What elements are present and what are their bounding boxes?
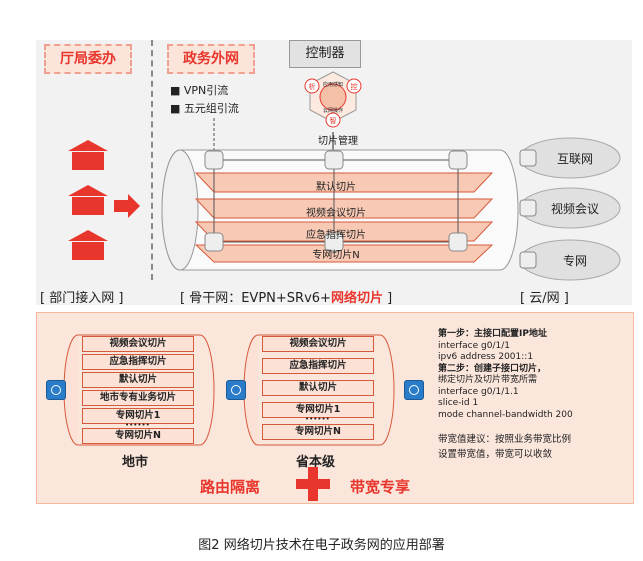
building-icon-2-body	[72, 197, 104, 215]
controller-node-smart	[325, 112, 341, 128]
controller-node-analyze	[304, 78, 320, 94]
gov-external-net-tag: 政务外网	[167, 44, 255, 74]
cloud-internet-label: 互联网	[556, 152, 593, 166]
router-node-top-middle	[324, 150, 344, 170]
province-slice-default: 默认切片	[262, 380, 374, 396]
config-step-line-7: slice-id 1	[438, 398, 479, 408]
backbone-slice-default: 默认切片	[316, 182, 356, 193]
cloud-net-label: [ 云/网 ]	[520, 291, 569, 306]
ring-control: 控	[351, 82, 358, 91]
bandwidth-advice: 带宽值建议：按照业务带宽比例 设置带宽值，带宽可以收敛	[438, 432, 628, 462]
building-icon-group	[68, 140, 108, 260]
config-step-line-2: interface g0/1/1	[438, 340, 510, 351]
city-slice-emergency: 应急指挥切片	[82, 354, 194, 370]
backbone-slice-video: 视频会议切片	[306, 208, 366, 219]
controller-box: 控制器	[289, 40, 361, 68]
router-icon-middle	[226, 380, 246, 400]
pipe-end	[161, 149, 199, 271]
slogan-bandwidth: 带宽专享	[350, 478, 411, 496]
router-node-bottom-middle	[324, 232, 344, 252]
config-step-line-6: interface g0/1/1.1	[438, 386, 519, 397]
bullet-five-tuple: ■ 五元组引流	[170, 102, 239, 115]
slogan-routing-isolation: 路由隔离	[200, 478, 261, 496]
ring-smart: 智	[330, 116, 337, 125]
bullet-vpn: ■ VPN引流	[170, 84, 229, 97]
bandwidth-advice-line-1: 带宽值建议：按照业务带宽比例	[438, 434, 572, 445]
router-icon-left	[46, 380, 66, 400]
controller-core	[319, 83, 347, 111]
province-label: 省本级	[296, 455, 336, 470]
slice-plane-default	[194, 172, 494, 193]
divider-line	[151, 40, 153, 280]
cloud-router-video	[519, 199, 537, 217]
cloud-router-private	[519, 251, 537, 269]
router-node-bottom-right	[448, 232, 468, 252]
city-slice-private-n: 专网切片N	[82, 428, 194, 444]
building-icon-1-roof	[68, 140, 108, 151]
city-slice-private-1: 专网切片1	[82, 408, 194, 424]
config-step-line-8: mode channel-bandwidth 200	[438, 409, 573, 420]
ring-app-aware: 应用感知	[323, 81, 343, 88]
config-step-line-4: 第二步：创建子接口切片，	[438, 363, 547, 374]
province-slice-private-n: 专网切片N	[262, 424, 374, 440]
cloud-private-label: 专网	[562, 254, 587, 268]
province-slice-emergency: 应急指挥切片	[262, 358, 374, 374]
slice-management-label: 切片管理	[318, 136, 358, 147]
config-step-line-5: 绑定切片及切片带宽所需	[438, 375, 538, 385]
router-node-top-right	[448, 150, 468, 170]
agency-tag: 厅局委办	[44, 44, 132, 74]
province-dots: ••••••	[305, 415, 330, 423]
router-icon-right	[404, 380, 424, 400]
city-label: 地市	[122, 455, 149, 470]
cloud-router-internet	[519, 149, 537, 167]
city-slice-local: 地市专有业务切片	[82, 390, 194, 406]
city-slice-video: 视频会议切片	[82, 336, 194, 352]
building-icon-2-roof	[68, 185, 108, 196]
config-steps: 第一步：主接口配置IP地址 interface g0/1/1 ipv6 addr…	[438, 329, 628, 421]
cloud-video-label: 视频会议	[550, 202, 599, 216]
bandwidth-advice-line-2: 设置带宽值，带宽可以收敛	[438, 449, 553, 460]
config-step-line-3: ipv6 address 2001::1	[438, 352, 534, 362]
building-icon-3-roof	[68, 230, 108, 241]
controller-node-control	[346, 78, 362, 94]
province-slice-private-1: 专网切片1	[262, 402, 374, 418]
province-slice-video: 视频会议切片	[262, 336, 374, 352]
router-node-top-left	[204, 150, 224, 170]
backbone-slice-private: 专网切片N	[312, 250, 360, 261]
ring-cloud-op: 云网操作	[323, 107, 343, 114]
router-node-bottom-left	[204, 232, 224, 252]
slice-plane-video	[194, 198, 494, 219]
city-dots: ••••••	[125, 421, 150, 429]
plus-icon	[296, 467, 330, 501]
ring-analyze: 析	[309, 82, 316, 91]
dept-access-label: [ 部门接入网 ]	[40, 291, 124, 306]
backbone-slice-emergency: 应急指挥切片	[306, 230, 366, 241]
building-icon-3-body	[72, 242, 104, 260]
access-arrow	[114, 194, 140, 218]
slice-plane-private	[194, 244, 494, 263]
city-slice-default: 默认切片	[82, 372, 194, 388]
building-icon-1-body	[72, 152, 104, 170]
config-step-line-1: 第一步：主接口配置IP地址	[438, 329, 547, 339]
backbone-label: [ 骨干网：EVPN+SRv6+网络切片 ]	[180, 291, 393, 306]
figure-caption: 图2 网络切片技术在电子政务网的应用部署	[198, 538, 445, 553]
